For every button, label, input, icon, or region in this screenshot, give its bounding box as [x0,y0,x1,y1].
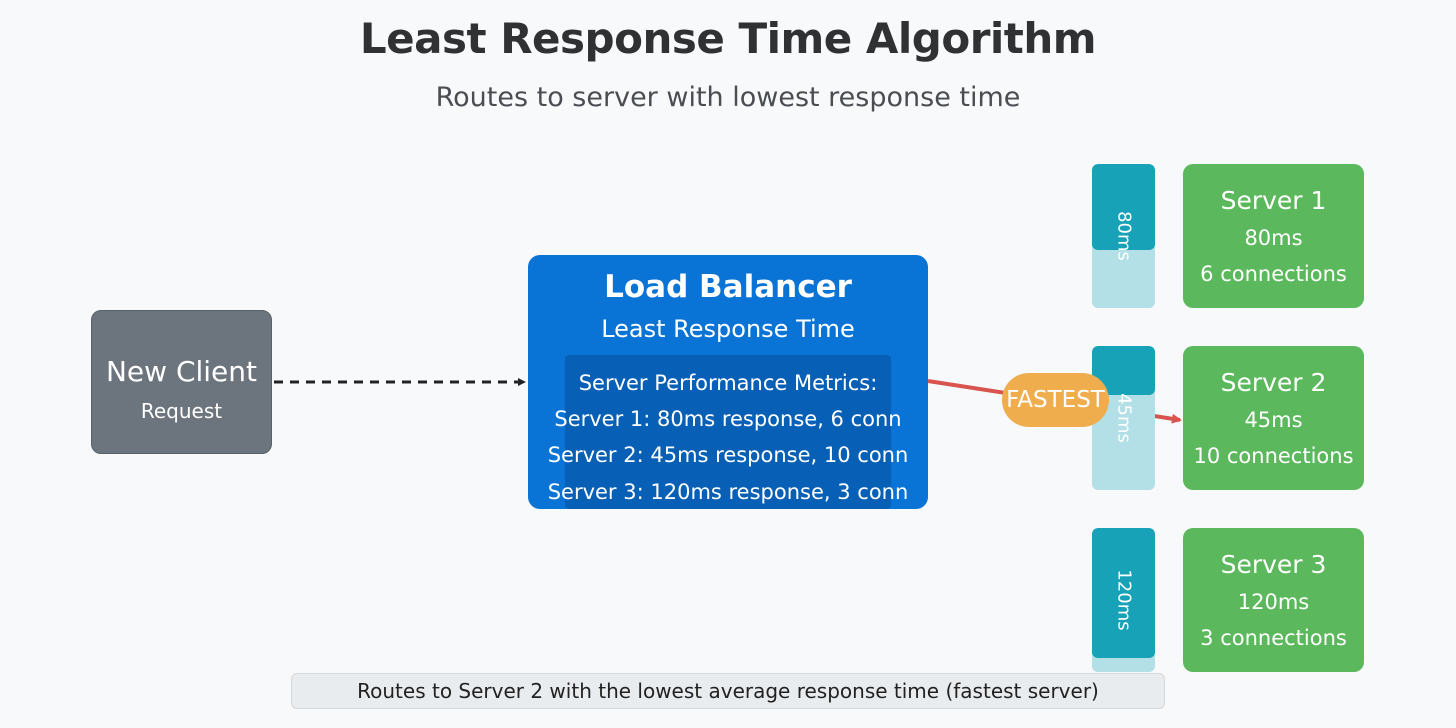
server-response-time: 80ms [1244,226,1303,250]
response-bar-fill [1092,164,1155,251]
client-name: New Client [105,355,258,388]
server-name: Server 3 [1220,550,1327,579]
new-client-node: New Client Request [91,310,272,454]
metrics-panel [565,355,891,509]
load-balancer-title: Load Balancer [604,269,852,305]
server-2-node: Server 2 45ms 10 connections [1183,346,1364,490]
response-bar-label: 120ms [1113,569,1134,631]
response-bar-label: 45ms [1113,393,1134,443]
server-3-node: Server 3 120ms 3 connections [1183,528,1364,672]
load-balancer-node: Load Balancer Least Response Time Server… [528,255,928,509]
server-connections: 3 connections [1200,626,1347,650]
metrics-server-1: Server 1: 80ms response, 6 conn [554,407,902,431]
metrics-server-3: Server 3: 120ms response, 3 conn [547,480,909,504]
response-bar-fill [1092,528,1155,658]
response-bar-label: 80ms [1113,211,1134,261]
metrics-heading: Server Performance Metrics: [578,371,878,395]
server-name: Server 2 [1220,368,1327,397]
server-response-time: 45ms [1244,408,1303,432]
response-bar-server-3: 120ms [1092,528,1155,672]
client-request-label: Request [140,399,223,423]
footer-note: Routes to Server 2 with the lowest avera… [291,673,1165,709]
diagram-subtitle: Routes to server with lowest response ti… [435,82,1021,113]
metrics-server-2: Server 2: 45ms response, 10 conn [547,443,909,467]
fastest-badge: FASTEST [1002,373,1109,427]
server-response-time: 120ms [1237,590,1310,614]
server-connections: 6 connections [1200,262,1347,286]
server-connections: 10 connections [1193,444,1354,468]
diagram-title: Least Response Time Algorithm [359,14,1097,63]
response-bar-server-1: 80ms [1092,164,1155,308]
server-name: Server 1 [1220,186,1327,215]
load-balancer-algorithm: Least Response Time [601,315,855,343]
server-1-node: Server 1 80ms 6 connections [1183,164,1364,308]
